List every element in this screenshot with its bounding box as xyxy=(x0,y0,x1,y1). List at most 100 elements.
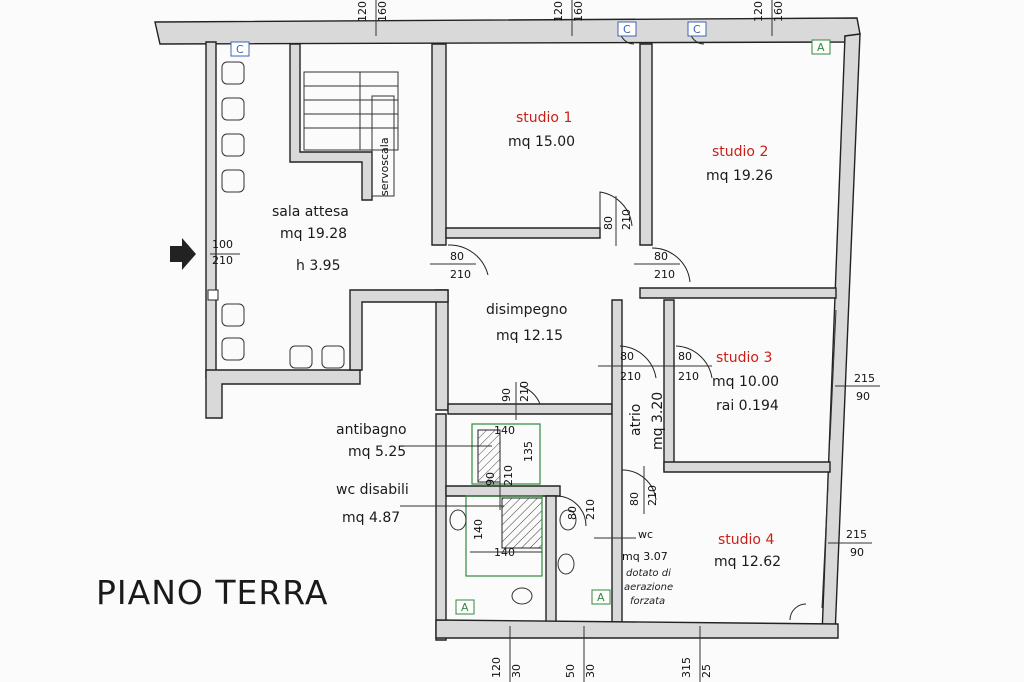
dim-top2-b: 160 xyxy=(572,1,585,22)
wc-note-2: aerazione xyxy=(624,582,673,593)
dim-shower-a: 140 xyxy=(494,424,515,437)
waiting-chairs xyxy=(221,61,345,369)
dim-top3-b: 160 xyxy=(772,1,785,22)
studio3-bottom-wall xyxy=(663,461,831,473)
plan-title: PIANO TERRA xyxy=(96,573,328,612)
marker-c xyxy=(230,41,250,57)
dim-bot3-a: 315 xyxy=(680,657,693,678)
wcd-area xyxy=(465,495,543,577)
studio2-name: studio 2 xyxy=(712,144,768,160)
outer-wall-bottom xyxy=(435,619,839,639)
door-studio3a-swing xyxy=(619,345,657,379)
shower-hatch xyxy=(477,429,501,483)
dim-top1-b: 160 xyxy=(376,1,389,22)
dim-d-anti-h: 210 xyxy=(518,381,531,402)
studio1-area: mq 15.00 xyxy=(508,134,575,150)
wc-divider-wall xyxy=(545,495,557,631)
servoscala-label: servoscala xyxy=(378,137,391,196)
dim-d-atrio-w: 80 xyxy=(628,492,641,506)
room-labels: sala attesa mq 19.28 h 3.95 studio 1 mq … xyxy=(272,110,781,607)
entry-width: 100 xyxy=(212,238,233,251)
dim-bot2-b: 30 xyxy=(584,664,597,678)
door-sala-swing xyxy=(447,244,489,276)
sink-icon xyxy=(559,509,577,531)
dim-win4-a: 215 xyxy=(846,528,867,541)
chair xyxy=(221,133,245,157)
sala-attesa-name: sala attesa xyxy=(272,204,349,220)
marker-c xyxy=(687,21,707,37)
toilet-icon xyxy=(511,587,533,605)
entrance-arrow-icon xyxy=(170,238,196,270)
chair xyxy=(289,345,313,369)
sala-attesa-area: mq 19.28 xyxy=(280,226,347,242)
dim-shower-b: 135 xyxy=(522,441,535,462)
door-antibagno-swing xyxy=(519,385,541,405)
dim-d-s1-h: 210 xyxy=(620,209,633,230)
disimpegno-left-wall xyxy=(435,289,449,411)
dim-win3-a: 215 xyxy=(854,372,875,385)
dim-top3-a: 120 xyxy=(752,1,765,22)
dim-d-wc-h: 210 xyxy=(584,499,597,520)
chair xyxy=(221,61,245,85)
outer-wall-right xyxy=(821,33,861,636)
door-studio1-swing xyxy=(599,191,633,230)
marker-a-label: A xyxy=(461,601,469,614)
studio3-name: studio 3 xyxy=(716,350,772,366)
dim-top1-a: 120 xyxy=(356,1,369,22)
marker-a xyxy=(591,589,611,605)
studio4-name: studio 4 xyxy=(718,532,774,548)
sink-icon xyxy=(449,509,467,531)
dim-bot1-a: 120 xyxy=(490,657,503,678)
dim-top2-a: 120 xyxy=(552,1,565,22)
bathroom-fixtures xyxy=(449,423,577,605)
door-studio2-swing xyxy=(651,247,691,283)
antibagno-area: mq 5.25 xyxy=(348,444,406,460)
door-atrio-swing xyxy=(621,469,657,501)
corridor-wall xyxy=(349,289,449,371)
sala-bottom-wall xyxy=(205,369,361,419)
windows xyxy=(821,309,880,609)
doors xyxy=(447,29,807,621)
outer-wall-left xyxy=(205,41,217,379)
window-studio3 xyxy=(829,309,837,441)
markers: C C C A A A xyxy=(230,21,831,615)
stair-wall xyxy=(289,43,373,201)
door-wc-swing xyxy=(555,495,587,527)
dim-bot2-a: 50 xyxy=(564,664,577,678)
wc-name: wc xyxy=(638,528,653,541)
studio1-bottom-wall xyxy=(445,227,601,239)
chair xyxy=(221,337,245,361)
dim-win4-b: 90 xyxy=(850,546,864,559)
studio2-area: mq 19.26 xyxy=(706,168,773,184)
entry-height: 210 xyxy=(212,254,233,267)
disimpegno-name: disimpegno xyxy=(486,302,567,318)
dim-d-s2-w: 80 xyxy=(654,250,668,263)
studio4-area: mq 12.62 xyxy=(714,554,781,570)
studio1-right-wall xyxy=(639,43,653,246)
chair xyxy=(321,345,345,369)
marker-c-label: C xyxy=(623,23,631,36)
dim-d-s3a-h: 210 xyxy=(620,370,641,383)
marker-a xyxy=(811,39,831,55)
disimpegno-area: mq 12.15 xyxy=(496,328,563,344)
wc-note-3: forzata xyxy=(630,596,665,607)
studio2-bottom-wall xyxy=(639,287,837,299)
chair xyxy=(221,303,245,327)
dim-d-s3a-w: 80 xyxy=(620,350,634,363)
dim-d-wc-w: 80 xyxy=(566,506,579,520)
door-studio3b-swing xyxy=(675,345,713,379)
entrance: 100 210 xyxy=(170,238,240,301)
studio3-rai: rai 0.194 xyxy=(716,398,779,414)
walls xyxy=(154,17,861,641)
dim-d-sala-w: 80 xyxy=(450,250,464,263)
wc-disabili-name: wc disabili xyxy=(336,482,409,498)
atrio-name: atrio xyxy=(628,404,644,436)
dim-d-wcd-h: 210 xyxy=(502,465,515,486)
window-studio4 xyxy=(821,483,829,609)
antibagno-bottom-wall xyxy=(445,485,561,497)
wcd-hatch xyxy=(501,497,543,549)
atrio-area: mq 3.20 xyxy=(650,392,666,450)
door-studio4-corner xyxy=(789,603,807,621)
entry-post xyxy=(207,289,219,301)
dim-d-sala-h: 210 xyxy=(450,268,471,281)
